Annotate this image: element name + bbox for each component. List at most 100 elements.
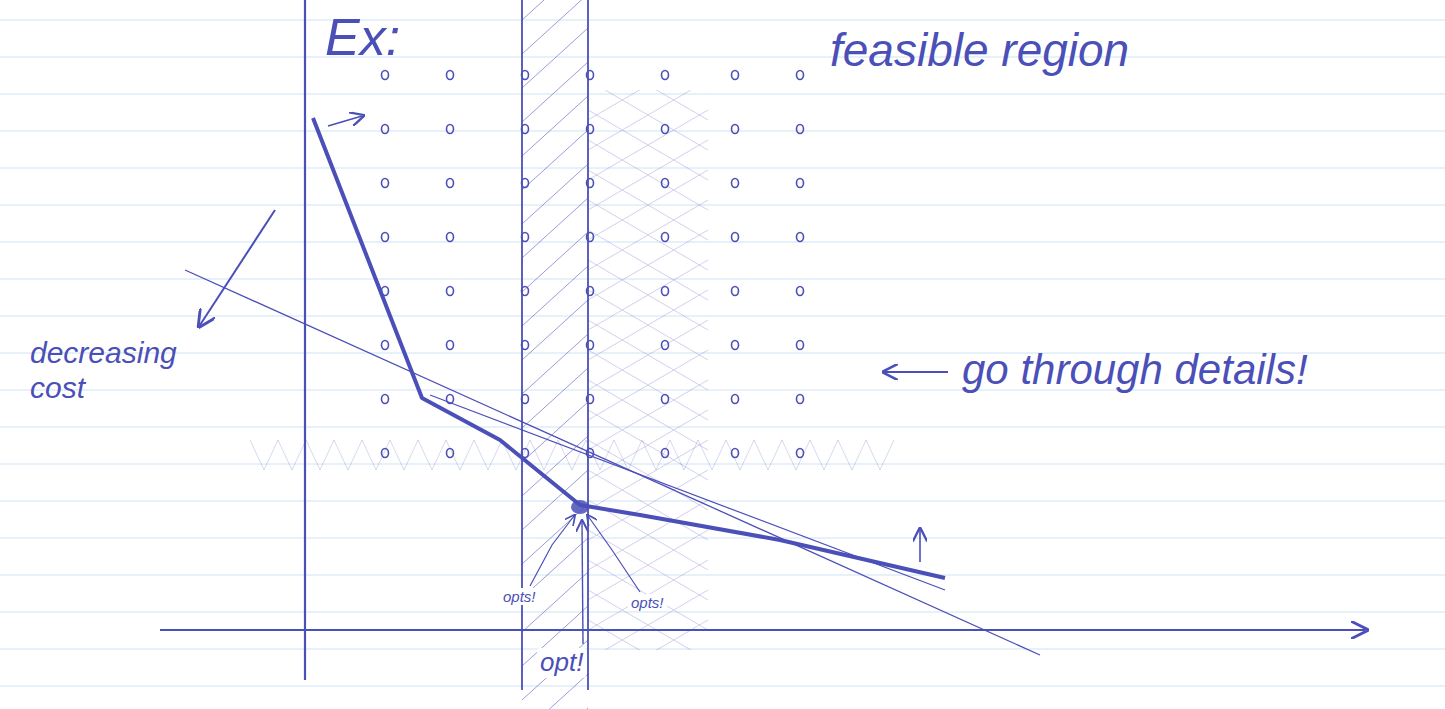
hatch-line	[522, 640, 588, 700]
lattice-point	[662, 71, 669, 80]
hatch-line	[522, 708, 588, 709]
lattice-point	[732, 233, 739, 242]
lattice-point	[447, 287, 454, 296]
x-axis	[160, 629, 1365, 631]
lattice-point	[732, 395, 739, 404]
lattice-point	[522, 341, 529, 350]
lattice-point	[382, 71, 389, 80]
lattice-point	[522, 179, 529, 188]
lattice-point	[732, 341, 739, 350]
lattice-point	[447, 179, 454, 188]
lattice-point	[587, 287, 594, 296]
ruled-line	[0, 463, 1445, 464]
lattice-point	[797, 341, 804, 350]
leader-line	[588, 516, 640, 592]
hatch-line	[522, 300, 588, 360]
lattice-point	[587, 179, 594, 188]
lattice-point	[447, 341, 454, 350]
hatch-line	[522, 334, 588, 394]
lattice-point	[447, 71, 454, 80]
lattice-point	[447, 125, 454, 134]
hatch-line	[522, 232, 588, 292]
lattice-point	[797, 233, 804, 242]
opt-label: opt!	[537, 648, 586, 678]
lattice-point	[587, 233, 594, 242]
cost-arrow	[200, 210, 275, 325]
hatch-line	[522, 368, 588, 428]
ruled-line	[0, 648, 1445, 649]
hatch-line	[522, 674, 588, 709]
hatch-line	[522, 266, 588, 326]
lattice-point	[797, 125, 804, 134]
lattice-point	[797, 179, 804, 188]
cost-label: decreasing cost	[30, 336, 195, 405]
lattice-point	[382, 449, 389, 458]
lattice-point	[797, 449, 804, 458]
example-heading: Ex:	[325, 8, 400, 68]
lattice-point	[732, 179, 739, 188]
lattice-point	[382, 125, 389, 134]
lattice-point	[382, 233, 389, 242]
ruled-line	[0, 167, 1445, 168]
ruled-lines	[0, 20, 1445, 686]
opt-note: opts!	[500, 588, 539, 605]
hull-boundary	[313, 118, 945, 578]
y-axis	[304, 0, 306, 680]
lattice-point	[587, 341, 594, 350]
lattice-point	[447, 449, 454, 458]
cross-hatching	[588, 90, 708, 650]
lattice-point	[732, 287, 739, 296]
ruled-line	[0, 93, 1445, 94]
feasible-side-arrow	[328, 116, 362, 126]
hatch-line	[522, 198, 588, 258]
lattice-point	[662, 395, 669, 404]
pointer-arrow	[885, 371, 948, 373]
hatch-line	[522, 0, 588, 54]
ruled-line	[0, 611, 1445, 612]
lattice-point	[522, 395, 529, 404]
lattice-point	[587, 395, 594, 404]
lattice-point	[797, 395, 804, 404]
cutting-plane	[185, 270, 1040, 655]
ruled-line	[0, 130, 1445, 131]
ruled-line	[0, 56, 1445, 57]
lattice-points	[382, 71, 804, 458]
lattice-point	[662, 125, 669, 134]
feasible-side-arrow	[919, 530, 921, 562]
lattice-point	[522, 287, 529, 296]
hatch-line	[522, 62, 588, 122]
ruled-line	[0, 241, 1445, 242]
ruled-line	[0, 426, 1445, 427]
ruled-line	[0, 315, 1445, 316]
lattice-point	[662, 341, 669, 350]
lattice-point	[797, 71, 804, 80]
hatch-line	[522, 402, 588, 462]
hatch-line	[522, 470, 588, 530]
lattice-point	[797, 287, 804, 296]
lattice-point	[662, 233, 669, 242]
note: go through details!	[962, 346, 1308, 394]
lattice-point	[447, 233, 454, 242]
hatch-line	[522, 164, 588, 224]
lattice-point	[662, 449, 669, 458]
lattice-point	[522, 71, 529, 80]
leader-line	[582, 522, 583, 644]
lattice-point	[732, 71, 739, 80]
lattice-point	[522, 125, 529, 134]
ruled-line	[0, 500, 1445, 501]
lattice-point	[662, 179, 669, 188]
hatch-line	[522, 130, 588, 190]
lattice-point	[587, 125, 594, 134]
lattice-point	[587, 71, 594, 80]
lattice-point	[522, 233, 529, 242]
ruled-line	[0, 537, 1445, 538]
ruled-line	[0, 574, 1445, 575]
hatch-line	[522, 28, 588, 88]
ruled-line	[0, 278, 1445, 279]
region-label: feasible region	[830, 24, 1129, 77]
opt-note: opts!	[628, 594, 667, 611]
optimum-point	[571, 500, 589, 514]
lattice-point	[732, 125, 739, 134]
ruled-line	[0, 19, 1445, 20]
ruled-line	[0, 685, 1445, 686]
